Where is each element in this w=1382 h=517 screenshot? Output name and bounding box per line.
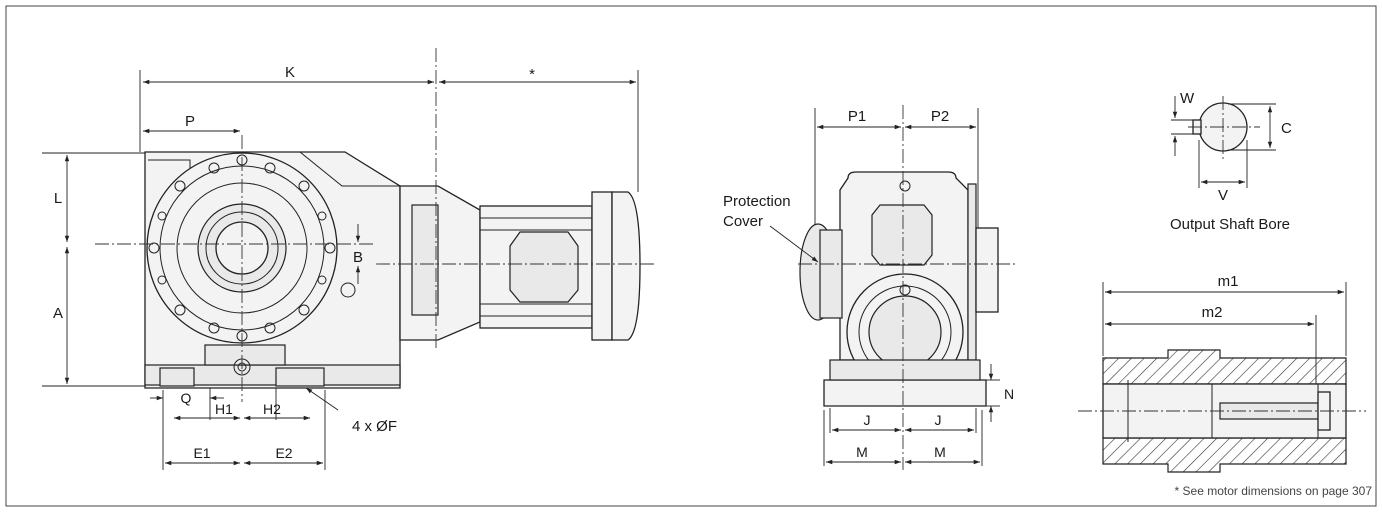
label-j-left: J <box>864 412 871 428</box>
section-view: m1 m2 <box>1078 273 1366 473</box>
label-m2: m2 <box>1202 304 1223 321</box>
label-v: V <box>1218 187 1228 204</box>
label-k: K <box>285 64 295 81</box>
label-a: A <box>53 305 63 322</box>
label-f: 4 x ØF <box>352 418 397 435</box>
frame-border <box>5 5 1377 507</box>
front-view-labels: K * P L A B Q H1 H2 E1 E2 4 x ØF <box>53 64 535 461</box>
side-view <box>798 105 1016 470</box>
side-view-dimensions <box>769 108 1000 466</box>
label-p2: P2 <box>931 108 949 125</box>
label-n: N <box>1004 386 1014 402</box>
label-m-right: M <box>934 444 946 460</box>
shaft-bore-view: W C V Output Shaft Bore <box>1170 90 1292 233</box>
bore-title: Output Shaft Bore <box>1170 216 1290 233</box>
label-protection: Protection <box>723 193 791 210</box>
label-e1: E1 <box>193 445 210 461</box>
front-view-dimensions <box>42 70 639 470</box>
label-p: P <box>185 113 195 130</box>
side-view-labels: P1 P2 Protection Cover J J M M N <box>723 108 1014 460</box>
label-m1: m1 <box>1218 273 1239 290</box>
label-p1: P1 <box>848 108 866 125</box>
label-j-right: J <box>935 412 942 428</box>
label-l: L <box>54 190 62 207</box>
label-m-left: M <box>856 444 868 460</box>
label-c: C <box>1281 120 1292 137</box>
footnote: * See motor dimensions on page 307 <box>1175 484 1373 498</box>
label-star: * <box>529 66 535 83</box>
label-w: W <box>1180 90 1195 107</box>
label-b: B <box>353 249 363 266</box>
label-h1: H1 <box>215 401 233 417</box>
label-cover: Cover <box>723 213 763 230</box>
label-e2: E2 <box>275 445 292 461</box>
label-h2: H2 <box>263 401 281 417</box>
label-q: Q <box>181 390 192 406</box>
front-view <box>95 48 656 402</box>
